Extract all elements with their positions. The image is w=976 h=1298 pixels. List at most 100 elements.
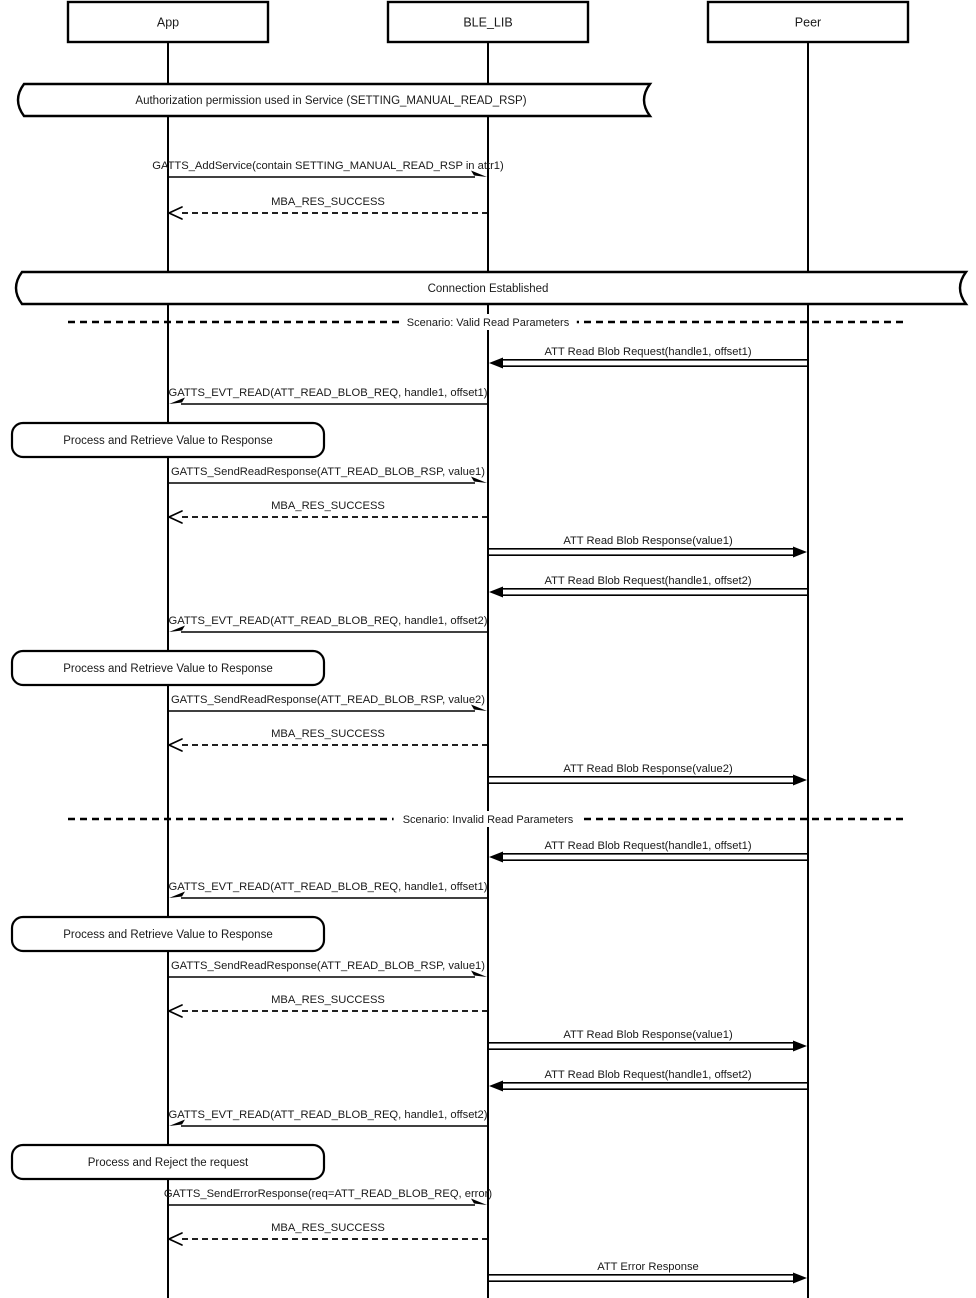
msg-gatts-evt-read-2-label: GATTS_EVT_READ(ATT_READ_BLOB_REQ, handle… — [169, 615, 488, 627]
participant-peer[interactable]: Peer — [706, 0, 910, 44]
msg-mba-res-success-1[interactable]: MBA_RES_SUCCESS — [168, 196, 488, 220]
participant-label-app: App — [157, 15, 179, 29]
msg-att-read-blob-response-3-label: ATT Read Blob Response(value1) — [563, 1029, 733, 1041]
msg-mba-res-success-2[interactable]: MBA_RES_SUCCESS — [168, 500, 488, 524]
msg-att-error-response-arrowhead — [793, 1272, 807, 1284]
note-process-reject-shape — [10, 1143, 326, 1181]
msg-att-read-blob-response-1[interactable]: ATT Read Blob Response(value1) — [488, 535, 807, 558]
msg-att-read-blob-response-3-arrowhead — [793, 1040, 807, 1052]
msg-mba-res-success-2-label: MBA_RES_SUCCESS — [271, 500, 385, 512]
msg-gatts-sendreadresponse-3[interactable]: GATTS_SendReadResponse(ATT_READ_BLOB_RSP… — [168, 960, 487, 978]
msg-att-read-blob-request-1[interactable]: ATT Read Blob Request(handle1, offset1) — [489, 346, 808, 369]
participant-box-ble[interactable] — [386, 0, 590, 44]
authorization-banner: Authorization permission used in Service… — [16, 82, 653, 118]
msg-mba-res-success-4-label: MBA_RES_SUCCESS — [271, 994, 385, 1006]
note-process-retrieve-3-label: Process and Retrieve Value to Response — [63, 929, 272, 941]
msg-mba-res-success-3-arrowhead — [168, 738, 183, 752]
msg-gatts-evt-read-4-arrowhead — [169, 1119, 185, 1126]
msg-mba-res-success-1-label: MBA_RES_SUCCESS — [271, 196, 385, 208]
msg-gatts-sendreadresponse-1[interactable]: GATTS_SendReadResponse(ATT_READ_BLOB_RSP… — [168, 466, 487, 484]
authorization-banner-shape — [16, 82, 653, 118]
msg-att-read-blob-request-3-label: ATT Read Blob Request(handle1, offset1) — [544, 840, 751, 852]
connection-banner-label: Connection Established — [428, 283, 549, 295]
msg-att-read-blob-request-2[interactable]: ATT Read Blob Request(handle1, offset2) — [489, 575, 808, 598]
msg-att-read-blob-request-2-label: ATT Read Blob Request(handle1, offset2) — [544, 575, 751, 587]
msg-att-read-blob-response-1-label: ATT Read Blob Response(value1) — [563, 535, 733, 547]
divider-valid: Scenario: Valid Read Parameters — [68, 314, 908, 330]
authorization-banner-label: Authorization permission used in Service… — [135, 95, 526, 107]
msg-gatts-senderrorresponse-label: GATTS_SendErrorResponse(req=ATT_READ_BLO… — [164, 1188, 492, 1200]
msg-gatts-evt-read-2[interactable]: GATTS_EVT_READ(ATT_READ_BLOB_REQ, handle… — [169, 615, 488, 633]
msg-mba-res-success-5-label: MBA_RES_SUCCESS — [271, 1222, 385, 1234]
msg-mba-res-success-3-label: MBA_RES_SUCCESS — [271, 728, 385, 740]
msg-mba-res-success-1-arrowhead — [168, 206, 183, 220]
msg-mba-res-success-4-arrowhead — [168, 1004, 183, 1018]
msg-gatts-evt-read-1-label: GATTS_EVT_READ(ATT_READ_BLOB_REQ, handle… — [169, 387, 488, 399]
msg-att-read-blob-response-2-arrowhead — [793, 774, 807, 786]
msg-mba-res-success-3[interactable]: MBA_RES_SUCCESS — [168, 728, 488, 752]
msg-gatts-sendreadresponse-2-arrowhead — [471, 704, 487, 711]
msg-gatts-sendreadresponse-3-arrowhead — [471, 970, 487, 977]
msg-att-read-blob-request-4-label: ATT Read Blob Request(handle1, offset2) — [544, 1069, 751, 1081]
participant-box-peer[interactable] — [706, 0, 910, 44]
msg-mba-res-success-5[interactable]: MBA_RES_SUCCESS — [168, 1222, 488, 1246]
connection-banner-shape — [14, 270, 969, 306]
msg-att-read-blob-request-3[interactable]: ATT Read Blob Request(handle1, offset1) — [489, 840, 808, 863]
msg-gatts-sendreadresponse-3-label: GATTS_SendReadResponse(ATT_READ_BLOB_RSP… — [171, 960, 485, 972]
msg-att-read-blob-request-4-arrowhead — [489, 1080, 503, 1092]
msg-gatts-evt-read-3[interactable]: GATTS_EVT_READ(ATT_READ_BLOB_REQ, handle… — [169, 881, 488, 899]
divider-valid-label-bg — [399, 314, 577, 330]
note-process-retrieve-2-label: Process and Retrieve Value to Response — [63, 663, 272, 675]
msg-gatts-evt-read-3-arrowhead — [169, 891, 185, 898]
divider-valid-label: Scenario: Valid Read Parameters — [407, 317, 570, 329]
msg-gatts-sendreadresponse-2[interactable]: GATTS_SendReadResponse(ATT_READ_BLOB_RSP… — [168, 694, 487, 712]
msg-gatts-senderrorresponse[interactable]: GATTS_SendErrorResponse(req=ATT_READ_BLO… — [164, 1188, 492, 1206]
msg-gatts-addservice-label: GATTS_AddService(contain SETTING_MANUAL_… — [152, 160, 504, 172]
note-process-retrieve-3-shape — [10, 915, 326, 953]
msg-gatts-evt-read-4[interactable]: GATTS_EVT_READ(ATT_READ_BLOB_REQ, handle… — [169, 1109, 488, 1127]
divider-invalid-label-bg — [393, 811, 583, 827]
msg-mba-res-success-4[interactable]: MBA_RES_SUCCESS — [168, 994, 488, 1018]
participant-ble[interactable]: BLE_LIB — [386, 0, 590, 44]
participant-label-ble: BLE_LIB — [463, 15, 512, 29]
msg-gatts-addservice-arrowhead — [471, 170, 487, 177]
note-process-retrieve-2: Process and Retrieve Value to Response — [10, 649, 326, 687]
msg-att-read-blob-response-3[interactable]: ATT Read Blob Response(value1) — [488, 1029, 807, 1052]
note-process-retrieve-3: Process and Retrieve Value to Response — [10, 915, 326, 953]
msg-att-error-response[interactable]: ATT Error Response — [488, 1261, 807, 1284]
participant-box-app[interactable] — [66, 0, 270, 44]
note-process-retrieve-1: Process and Retrieve Value to Response — [10, 421, 326, 459]
msg-att-error-response-label: ATT Error Response — [597, 1261, 699, 1273]
msg-gatts-evt-read-1-arrowhead — [169, 397, 185, 404]
msg-gatts-evt-read-3-label: GATTS_EVT_READ(ATT_READ_BLOB_REQ, handle… — [169, 881, 488, 893]
note-process-reject-label: Process and Reject the request — [88, 1157, 249, 1169]
participant-label-peer: Peer — [795, 15, 821, 29]
msg-gatts-evt-read-4-label: GATTS_EVT_READ(ATT_READ_BLOB_REQ, handle… — [169, 1109, 488, 1121]
note-process-retrieve-2-shape — [10, 649, 326, 687]
msg-att-read-blob-response-2-label: ATT Read Blob Response(value2) — [563, 763, 733, 775]
msg-att-read-blob-response-2[interactable]: ATT Read Blob Response(value2) — [488, 763, 807, 786]
msg-gatts-evt-read-2-arrowhead — [169, 625, 185, 632]
msg-att-read-blob-request-3-arrowhead — [489, 851, 503, 863]
note-process-reject: Process and Reject the request — [10, 1143, 326, 1181]
msg-att-read-blob-request-1-label: ATT Read Blob Request(handle1, offset1) — [544, 346, 751, 358]
msg-att-read-blob-request-2-arrowhead — [489, 586, 503, 598]
msg-gatts-senderrorresponse-arrowhead — [471, 1198, 487, 1205]
divider-invalid: Scenario: Invalid Read Parameters — [68, 811, 908, 827]
note-process-retrieve-1-shape — [10, 421, 326, 459]
msg-gatts-sendreadresponse-1-arrowhead — [471, 476, 487, 483]
msg-gatts-addservice[interactable]: GATTS_AddService(contain SETTING_MANUAL_… — [152, 160, 504, 178]
msg-mba-res-success-5-arrowhead — [168, 1232, 183, 1246]
note-process-retrieve-1-label: Process and Retrieve Value to Response — [63, 435, 272, 447]
msg-att-read-blob-request-4[interactable]: ATT Read Blob Request(handle1, offset2) — [489, 1069, 808, 1092]
connection-banner: Connection Established — [14, 270, 969, 306]
msg-gatts-sendreadresponse-2-label: GATTS_SendReadResponse(ATT_READ_BLOB_RSP… — [171, 694, 485, 706]
msg-gatts-sendreadresponse-1-label: GATTS_SendReadResponse(ATT_READ_BLOB_RSP… — [171, 466, 485, 478]
msg-att-read-blob-response-1-arrowhead — [793, 546, 807, 558]
divider-invalid-label: Scenario: Invalid Read Parameters — [403, 814, 574, 826]
msg-gatts-evt-read-1[interactable]: GATTS_EVT_READ(ATT_READ_BLOB_REQ, handle… — [169, 387, 488, 405]
participant-app[interactable]: App — [66, 0, 270, 44]
msg-mba-res-success-2-arrowhead — [168, 510, 183, 524]
